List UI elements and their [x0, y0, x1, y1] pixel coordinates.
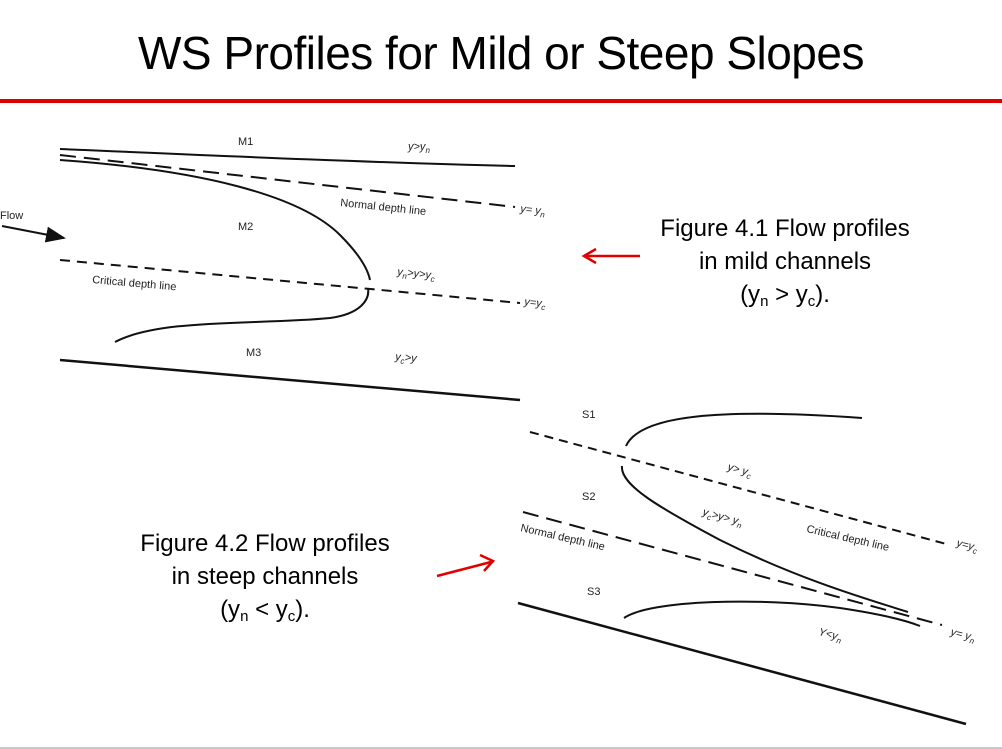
- s1-region-label: y> yc: [725, 461, 753, 481]
- steep-normal-line-end-label: y= yn: [948, 626, 977, 646]
- m2-region-label: yn>y>yc: [395, 266, 435, 284]
- m2-profile-curve: [59, 159, 371, 281]
- s1-profile-curve: [625, 412, 863, 447]
- flow-arrow-icon: [1, 225, 66, 243]
- s2-region-label: yc>y> yn: [700, 506, 745, 530]
- m3-region-label: yc>y: [394, 351, 419, 367]
- caption-line: (yn > yc).: [740, 281, 830, 310]
- zone-label-s2: S2: [582, 491, 595, 503]
- steep-critical-line-end-label: y=yc: [954, 537, 979, 556]
- steep-normal-depth-line: [522, 511, 943, 626]
- zone-label-m3: M3: [246, 347, 261, 359]
- red-arrow-right-icon: [436, 553, 496, 578]
- mild-normal-line-end-label: y= yn: [518, 203, 546, 220]
- steep-normal-line-label: Normal depth line: [519, 522, 606, 553]
- mild-normal-line-label: Normal depth line: [340, 197, 427, 218]
- steep-critical-line-label: Critical depth line: [805, 523, 890, 554]
- caption-line: (yn < yc).: [220, 596, 310, 625]
- mild-channel-figure: Flow M1 M2 M3 y>yn Normal depth line y= …: [0, 136, 546, 402]
- s3-profile-curve: [623, 600, 921, 627]
- s3-region-label: Y<yn: [817, 626, 844, 645]
- mild-channel-bed: [59, 358, 521, 402]
- steep-critical-depth-line: [529, 431, 951, 546]
- slide-title: WS Profiles for Mild or Steep Slopes: [138, 27, 864, 79]
- zone-label-m2: M2: [238, 221, 253, 233]
- steep-channel-figure: S1 S2 S3 y> yc yc>y> yn Critical depth l…: [517, 409, 979, 726]
- flow-label: Flow: [0, 210, 23, 222]
- bottom-divider: [0, 747, 1002, 749]
- red-arrow-left-icon: [581, 247, 640, 265]
- caption-line: in mild channels: [698, 248, 872, 275]
- s2-profile-curve: [620, 465, 909, 613]
- caption-line: in steep channels: [171, 563, 359, 590]
- m1-region-label: y>yn: [407, 141, 430, 155]
- steep-channel-bed: [517, 601, 967, 726]
- mild-critical-line-end-label: y=yc: [522, 296, 546, 312]
- caption-line: Figure 4.1 Flow profiles: [660, 215, 910, 242]
- figure-4-1-caption: Figure 4.1 Flow profiles in mild channel…: [630, 212, 940, 318]
- zone-label-s1: S1: [582, 409, 595, 421]
- m1-profile-curve: [59, 148, 516, 167]
- zone-label-s3: S3: [587, 586, 600, 598]
- title-divider: [0, 99, 1002, 103]
- m3-profile-curve: [114, 287, 370, 343]
- zone-label-m1: M1: [238, 136, 253, 148]
- figure-4-2-caption: Figure 4.2 Flow profiles in steep channe…: [110, 527, 420, 633]
- mild-critical-depth-line: [59, 259, 521, 304]
- caption-line: Figure 4.2 Flow profiles: [140, 530, 390, 557]
- mild-normal-depth-line: [59, 154, 516, 208]
- mild-critical-line-label: Critical depth line: [92, 274, 177, 293]
